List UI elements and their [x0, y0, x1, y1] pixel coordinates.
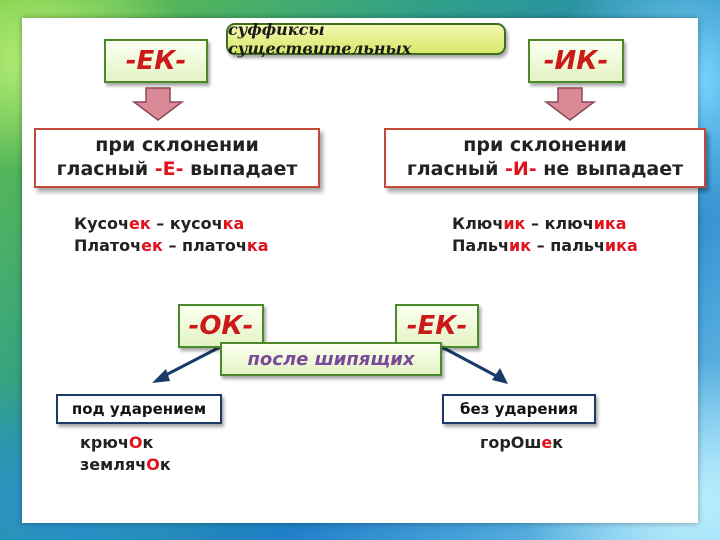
- suffix-ek-bottom-box: -ЕК-: [395, 304, 479, 348]
- rule-ik-box: при склонении гласный -И- не выпадает: [384, 128, 706, 188]
- after-sibilants-label: после шипящих: [220, 342, 442, 376]
- down-arrow-right-icon: [543, 87, 597, 121]
- unstressed-label: без ударения: [442, 394, 596, 424]
- rule-ek-box: при склонении гласный -Е- выпадает: [34, 128, 320, 188]
- examples-ik: Ключик – ключика Пальчик – пальчика: [452, 213, 638, 257]
- examples-stressed: крючОк землячОк: [80, 432, 171, 476]
- rule-ik-line1: при склонении: [463, 134, 627, 157]
- example-line: землячОк: [80, 455, 171, 474]
- rule-ek-line2: гласный -Е- выпадает: [56, 158, 298, 180]
- example-line: Платочек – платочка: [74, 236, 269, 255]
- example-line: горОшек: [480, 433, 564, 452]
- rule-ek-line1: при склонении: [95, 134, 259, 157]
- suffix-ik-box: -ИК-: [528, 39, 624, 83]
- slide-title: суффиксы существительных: [226, 20, 506, 58]
- arrow-to-stressed-icon: [152, 344, 223, 383]
- suffix-ek-box: -ЕК-: [104, 39, 208, 83]
- example-line: Пальчик – пальчика: [452, 236, 638, 255]
- stressed-label: под ударением: [56, 394, 222, 424]
- example-line: Кусочек – кусочка: [74, 214, 245, 233]
- example-line: крючОк: [80, 433, 154, 452]
- example-line: Ключик – ключика: [452, 214, 627, 233]
- arrow-to-unstressed-icon: [439, 344, 508, 384]
- suffix-ok-box: -ОК-: [178, 304, 264, 348]
- examples-ek: Кусочек – кусочка Платочек – платочка: [74, 213, 269, 257]
- down-arrow-left-icon: [131, 87, 185, 121]
- examples-unstressed: горОшек: [480, 432, 563, 454]
- rule-ik-line2: гласный -И- не выпадает: [406, 158, 684, 180]
